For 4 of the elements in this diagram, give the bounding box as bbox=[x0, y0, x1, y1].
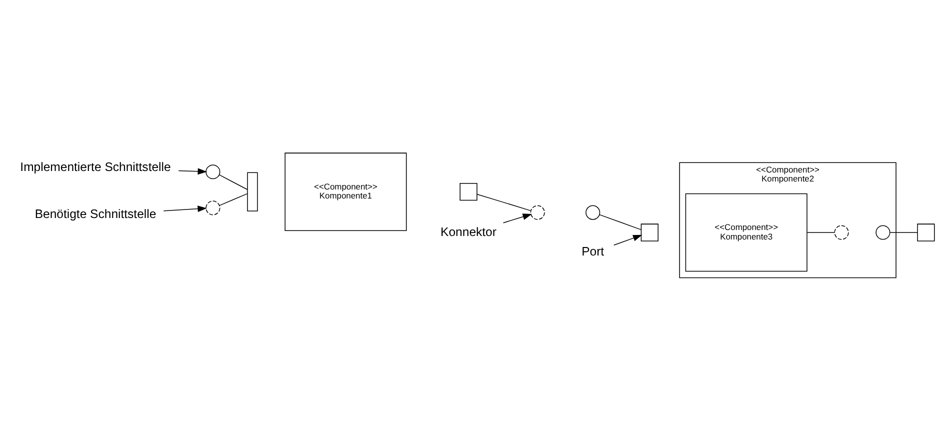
node-text: Benötigte Schnittstelle bbox=[34, 206, 156, 220]
node-text: Konnektor bbox=[440, 224, 496, 239]
node-text: Port bbox=[582, 244, 604, 258]
node-text: Implementierte Schnittstelle bbox=[20, 159, 171, 174]
